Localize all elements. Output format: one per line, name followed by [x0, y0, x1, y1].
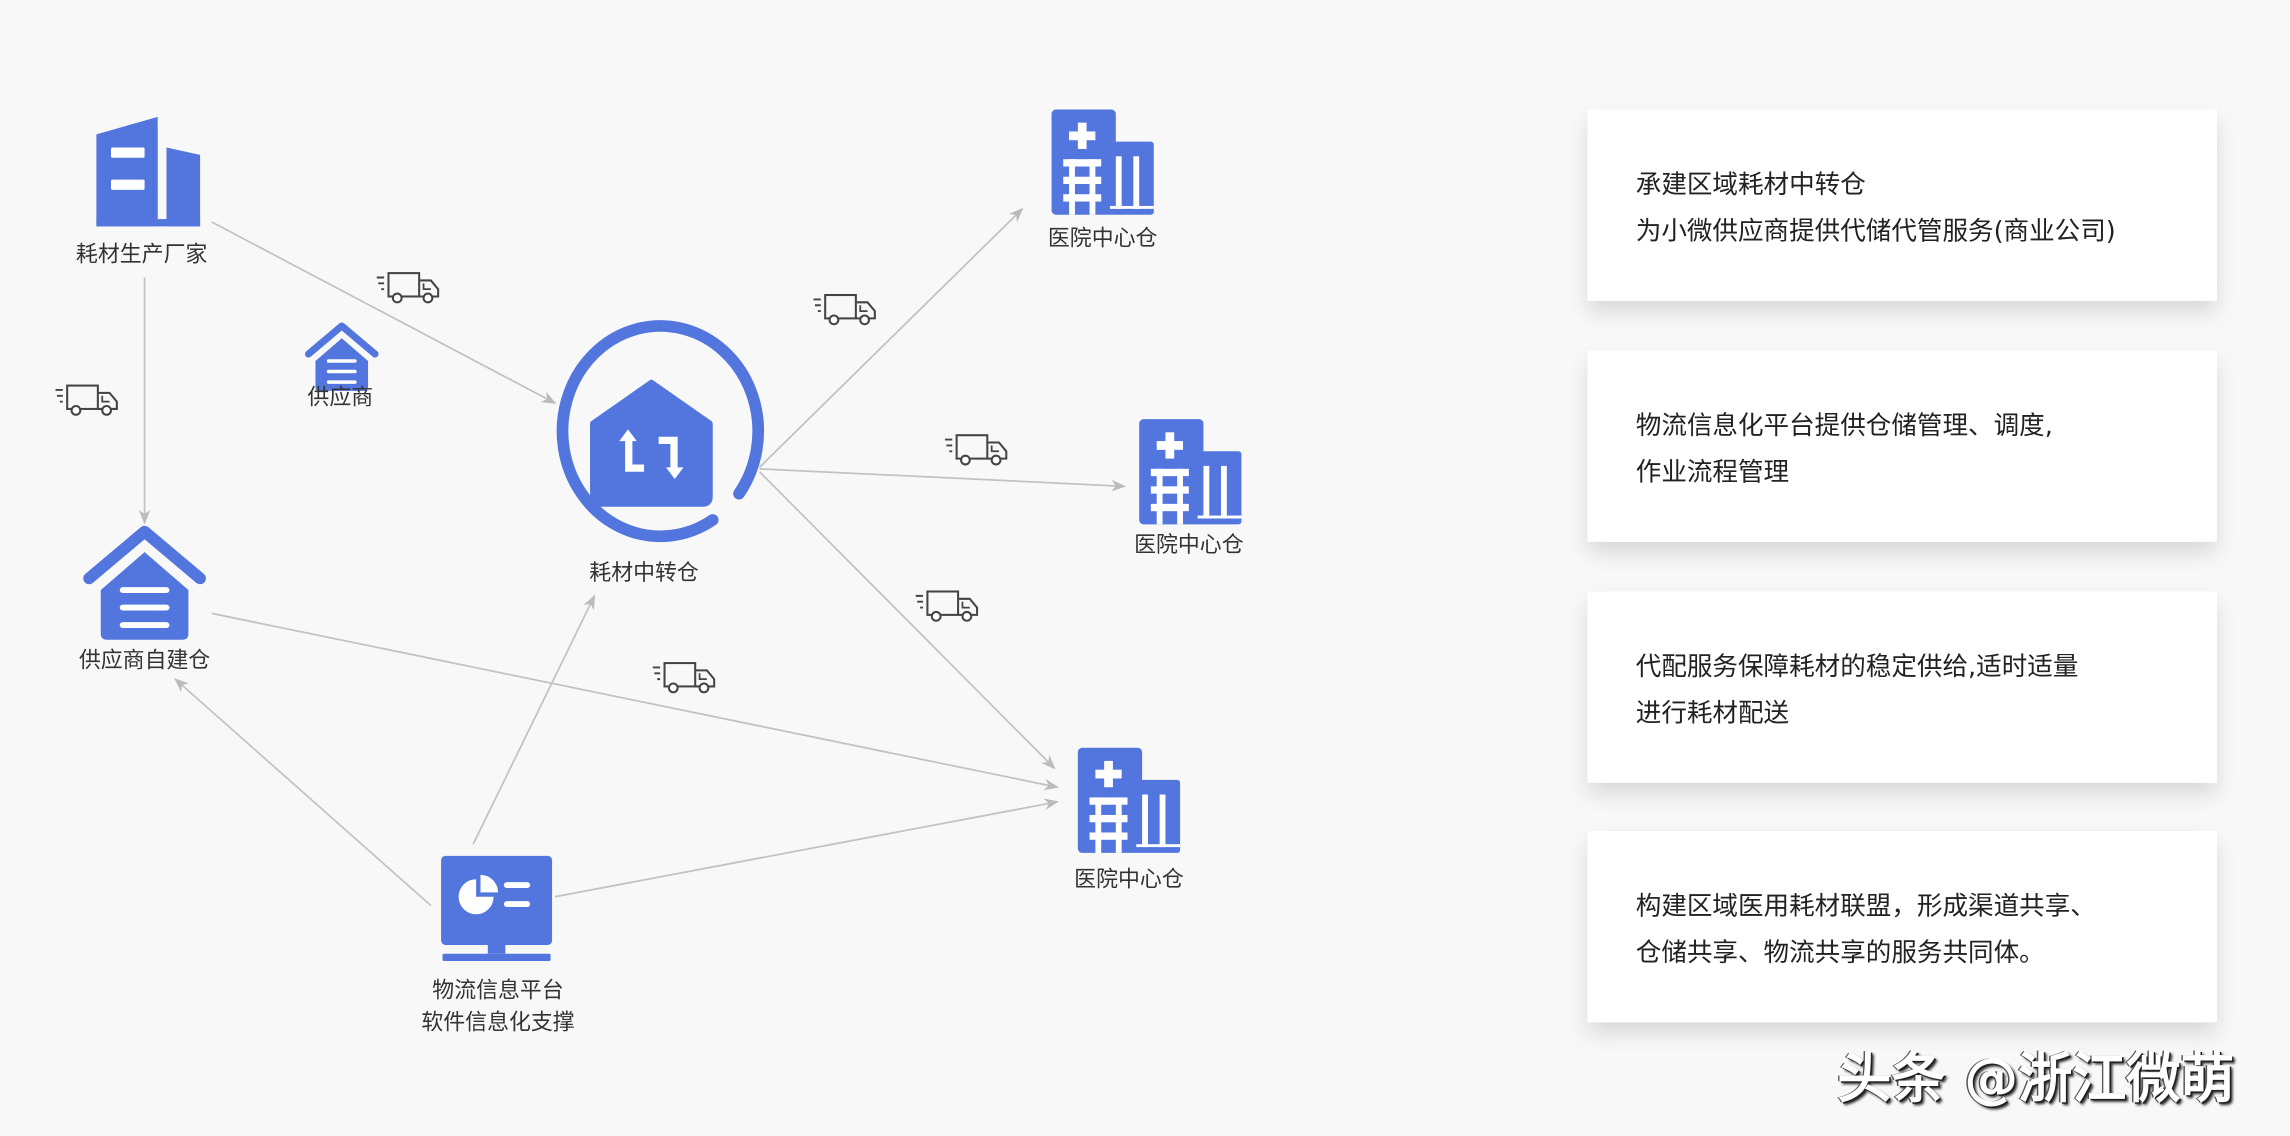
card-text-line: 为小微供应商提供代储代管服务(商业公司) [1635, 217, 2116, 247]
card-text-line: 承建区域耗材中转仓 [1635, 170, 1866, 201]
truck-icon [943, 434, 1008, 466]
truck-icon [651, 662, 716, 694]
transfer-house-icon [556, 320, 765, 543]
hospital-3-icon [1077, 747, 1181, 853]
platform-label-line1: 物流信息平台 [432, 977, 564, 1004]
edge-platform-hospital-3 [554, 798, 1059, 898]
edge-platform-hub [472, 594, 596, 845]
hospital-2-icon [1139, 419, 1242, 525]
card-text-line: 代配服务保障耗材的稳定供给,适时适量 [1635, 652, 2079, 683]
edge-hub-hospital-1 [758, 207, 1024, 468]
edge-supplier-warehouse-hospital-3 [211, 612, 1059, 791]
hub-label: 耗材中转仓 [589, 559, 699, 586]
truck-icon [914, 590, 979, 622]
info-card: 物流信息化平台提供仓储管理、调度, 作业流程管理 [1587, 350, 2218, 542]
truck-icon [375, 272, 440, 304]
hospital-1-icon [1051, 109, 1154, 215]
supplier-own-warehouse-icon [89, 532, 200, 640]
card-text-line: 物流信息化平台提供仓储管理、调度, [1635, 411, 2053, 442]
factory-building-icon [96, 116, 201, 227]
card-text-line: 构建区域医用耗材联盟，形成渠道共享、 [1635, 892, 2096, 922]
connector-lines [138, 207, 1127, 907]
edge-hub-hospital-3 [758, 471, 1056, 770]
info-card: 代配服务保障耗材的稳定供给,适时适量进行耗材配送 [1587, 591, 2218, 783]
truck-icon [54, 384, 118, 416]
watermark: 头条 @浙江微萌 [1837, 1047, 2235, 1110]
platform-label-line2: 软件信息化支撑 [421, 1009, 575, 1036]
truck-icon [812, 293, 876, 326]
monitor-dashboard-icon [441, 855, 553, 962]
edge-manufacturer-hub [211, 221, 557, 404]
card-text-line: 作业流程管理 [1635, 458, 1790, 488]
manufacturer-label: 耗材生产厂家 [75, 240, 208, 268]
edge-platform-supplier-warehouse [174, 678, 432, 907]
hospital-3-label: 医院中心仓 [1074, 866, 1184, 893]
supplier-warehouse-label: 供应商自建仓 [78, 647, 211, 674]
supplier-label: 供应商 [307, 384, 374, 411]
edge-hub-hospital-2 [759, 467, 1127, 492]
hospital-2-label: 医院中心仓 [1134, 531, 1244, 558]
info-card: 构建区域医用耗材联盟，形成渠道共享、仓储共享、物流共享的服务共同体。 [1587, 831, 2218, 1023]
card-text-line: 进行耗材配送 [1635, 699, 1790, 729]
hospital-1-label: 医院中心仓 [1047, 224, 1158, 252]
card-text-line: 仓储共享、物流共享的服务共同体。 [1635, 939, 2045, 969]
info-card: 承建区域耗材中转仓为小微供应商提供代储代管服务(商业公司) [1587, 109, 2218, 301]
